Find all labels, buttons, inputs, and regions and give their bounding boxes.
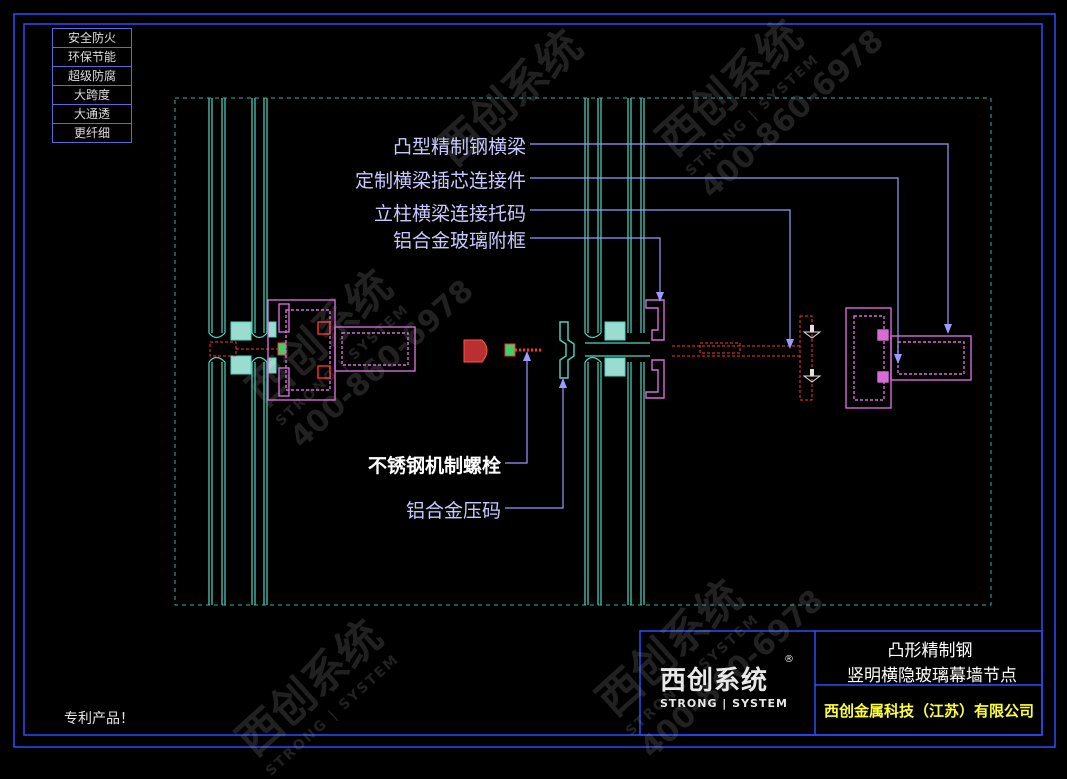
callout-arrowheads <box>523 292 952 388</box>
company-name: 西创金属科技（江苏）有限公司 <box>823 702 1034 720</box>
drawing-title-line1: 凸形精制钢 <box>887 641 973 661</box>
callout-steel-beam: 凸型精制钢横梁 <box>392 136 526 158</box>
drawing-stage: 西创系统 STRONG | SYSTEM 400-860-6978 西创系统 S… <box>13 10 1056 779</box>
left-bolt-section <box>209 341 287 357</box>
rubber-plug <box>463 339 488 363</box>
cad-drawing <box>13 13 1056 748</box>
title-block <box>639 630 1043 736</box>
glass-subframe <box>645 299 665 399</box>
feature-tag: 超级防腐 <box>53 67 131 86</box>
right-spacers <box>604 321 626 377</box>
left-steel-profile <box>267 299 336 401</box>
left-glass-unit <box>208 98 268 605</box>
outer-frame <box>13 13 1056 748</box>
feature-tags: 安全防火 环保节能 超级防腐 大跨度 大通透 更纤细 <box>52 28 132 143</box>
feature-tag: 安全防火 <box>53 29 131 48</box>
stainless-bolt <box>504 343 542 357</box>
plug-connector-section <box>672 315 813 401</box>
drawing-title-line2: 竖明横隐玻璃幕墙节点 <box>847 666 1017 686</box>
callout-bolt: 不锈钢机制螺栓 <box>367 455 501 477</box>
patent-label: 专利产品！ <box>64 711 134 727</box>
right-steel-beam <box>845 307 972 409</box>
pressure-plate <box>559 321 575 379</box>
drawing-border <box>174 97 992 606</box>
feature-tag: 大通透 <box>53 105 131 124</box>
left-beam-section <box>334 326 416 372</box>
feature-tag: 环保节能 <box>53 48 131 67</box>
registered-mark: ® <box>784 654 794 665</box>
bracket-screws <box>802 325 822 383</box>
callout-leaders <box>505 143 949 509</box>
right-glass-unit <box>584 98 650 605</box>
company-logo: 西创系统 <box>660 666 769 696</box>
left-spacers <box>230 321 277 375</box>
callout-plug-connector: 定制横梁插芯连接件 <box>354 170 526 192</box>
feature-tag: 大跨度 <box>53 86 131 105</box>
feature-tag: 更纤细 <box>73 126 110 140</box>
inner-frame <box>23 23 1043 736</box>
callout-bracket: 立柱横梁连接托码 <box>373 203 526 225</box>
callout-pressure-plate: 铝合金压码 <box>405 500 501 522</box>
logo-english: STRONG | SYSTEM <box>660 697 788 710</box>
callout-glass-frame: 铝合金玻璃附框 <box>392 230 526 252</box>
